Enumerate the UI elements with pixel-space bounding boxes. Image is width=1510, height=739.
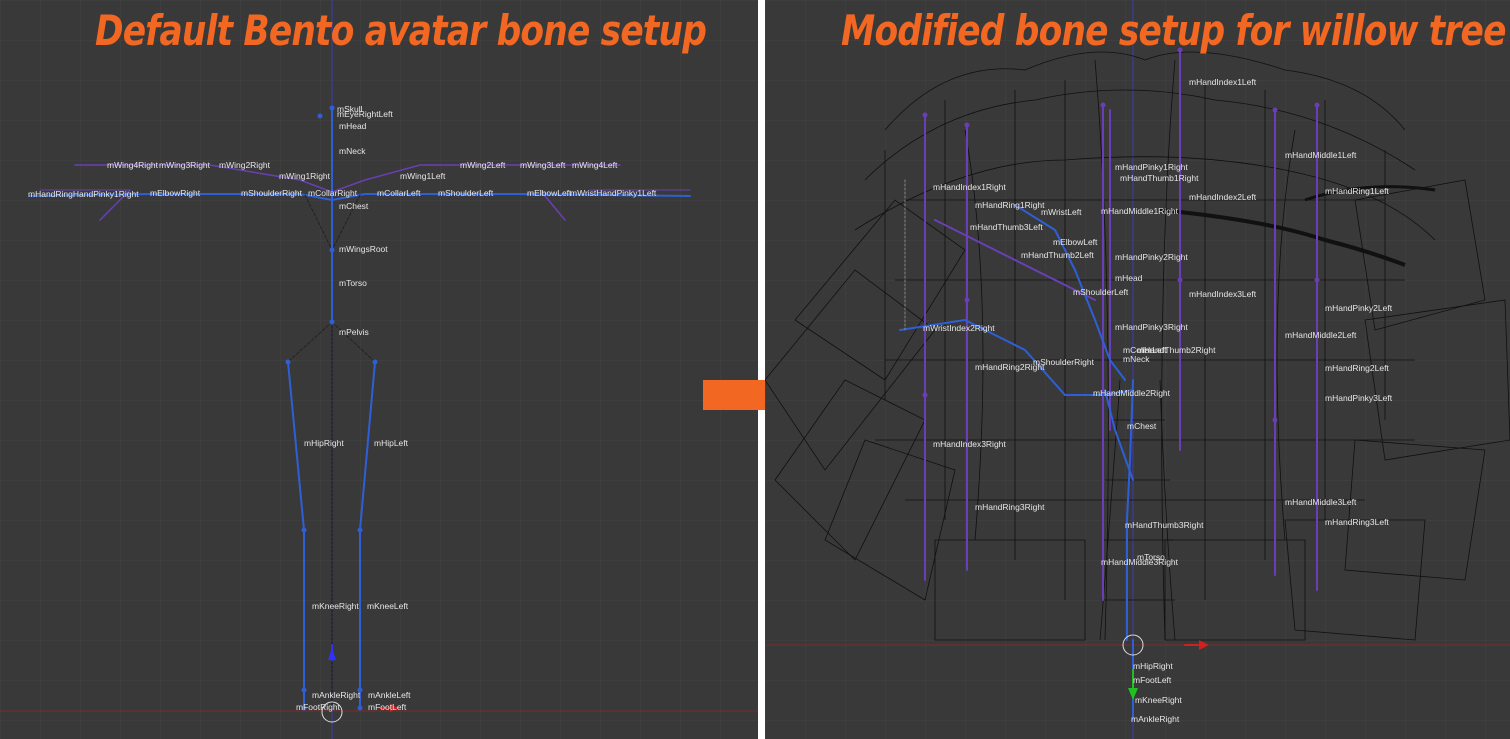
willow-wireframe-mesh — [765, 51, 1510, 641]
3d-cursor-icon — [1122, 634, 1144, 656]
bone-label-mHandThumb3Right: mHandThumb3Right — [1125, 520, 1204, 530]
bone-label-mPelvis: mPelvis — [339, 327, 369, 337]
leg-right-bones — [287, 361, 305, 709]
3d-cursor-icon — [321, 701, 343, 723]
bone-label-mTorso: mTorso — [339, 278, 367, 288]
bone-label-mKneeRight: mKneeRight — [312, 601, 359, 611]
bone-label-mFootRight: mFootRight — [296, 702, 340, 712]
bone-label-mHandPinky1Right: mHandPinky1Right — [1115, 162, 1188, 172]
bone-label-mHandsRight: mHandRingHandPinky1Right — [28, 189, 139, 199]
y-gizmo-arrow — [1128, 688, 1138, 700]
bone-label-mKneeLeft: mKneeLeft — [367, 601, 409, 611]
bone-label-mWingsRoot: mWingsRoot — [339, 244, 388, 254]
left-armature — [29, 105, 691, 723]
bone-label-mHandMiddle2Left: mHandMiddle2Left — [1285, 330, 1357, 340]
bone-label-mAnkleLeft: mAnkleLeft — [368, 690, 411, 700]
bone-label-mHandsLeft: mWristHandPinky1Left — [570, 188, 657, 198]
bone-label-mHandMiddle1Right: mHandMiddle1Right — [1101, 206, 1179, 216]
z-gizmo-arrow — [328, 648, 336, 660]
bone-label-mNeck: mNeck — [339, 146, 366, 156]
right-viewport[interactable]: Modified bone setup for willow tree mHan… — [765, 0, 1510, 739]
bone-label-mHandPinky3Left: mHandPinky3Left — [1325, 393, 1393, 403]
trunk-mesh — [1099, 379, 1176, 641]
bone-label-mHandMiddle3Right: mHandMiddle3Right — [1101, 557, 1179, 567]
bone-label-mHandIndex1Right: mHandIndex1Right — [933, 182, 1006, 192]
x-gizmo-arrow — [390, 704, 398, 712]
wing-bones — [74, 164, 621, 193]
bone-label-mHandPinky3Right: mHandPinky3Right — [1115, 322, 1188, 332]
bone-label-mShoulderLeft: mShoulderLeft — [1073, 287, 1129, 297]
bone-label-mWing4Right: mWing4Right — [107, 160, 159, 170]
arm-bones — [29, 193, 691, 202]
bone-label-mAnkleRight: mAnkleRight — [1131, 714, 1180, 724]
bone-label-mHandRing2Left: mHandRing2Left — [1325, 363, 1389, 373]
bone-label-mSkull: mSkull — [337, 104, 363, 114]
bone-label-mHandIndex1Left: mHandIndex1Left — [1189, 77, 1257, 87]
bone-label-mHipLeft: mHipLeft — [374, 438, 409, 448]
bone-label-mNeck: mNeck — [1123, 354, 1150, 364]
x-gizmo-arrow — [1199, 640, 1209, 650]
bone-label-mHandMiddle1Left: mHandMiddle1Left — [1285, 150, 1357, 160]
bone-label-mHandRing1Right: mHandRing1Right — [975, 200, 1045, 210]
bone-label-mHipRight: mHipRight — [1133, 661, 1173, 671]
bone-label-mHandMiddle2Right: mHandMiddle2Right — [1093, 388, 1171, 398]
bone-label-mWing4Left: mWing4Left — [572, 160, 618, 170]
bone-label-mFootLeft: mFootLeft — [1133, 675, 1172, 685]
bone-label-mAnkleRight: mAnkleRight — [312, 690, 361, 700]
bone-label-mHandIndex2Left: mHandIndex2Left — [1189, 192, 1257, 202]
bone-label-mWing2Left: mWing2Left — [460, 160, 506, 170]
right-armature — [899, 47, 1320, 721]
bone-label-mHipRight: mHipRight — [304, 438, 344, 448]
bone-label-mHandThumb2Right: mHandThumb2Right — [1137, 345, 1216, 355]
bone-label-mHandIndex3Right: mHandIndex3Right — [933, 439, 1006, 449]
bone-label-mHandPinky2Left: mHandPinky2Left — [1325, 303, 1393, 313]
bone-label-mHandThumb2Left: mHandThumb2Left — [1021, 250, 1094, 260]
bone-label-mHandThumb1Right: mHandThumb1Right — [1120, 173, 1199, 183]
bone-label-mHandMiddle3Left: mHandMiddle3Left — [1285, 497, 1357, 507]
bone-label-mChest: mChest — [1127, 421, 1157, 431]
bone-label-mChest: mChest — [339, 201, 369, 211]
bone-label-mHandRing3Left: mHandRing3Left — [1325, 517, 1389, 527]
bone-label-mEyeRightLeft: mEyeRightLeft — [337, 109, 393, 119]
bone-label-mWristLeft: mWristLeft — [1041, 207, 1082, 217]
bone-label-mWing3Right: mWing3Right — [159, 160, 211, 170]
bone-label-mElbowRight: mElbowRight — [150, 188, 201, 198]
leg-left-bones — [359, 361, 376, 709]
bone-label-mWristRight: mWristIndex2Right — [923, 323, 995, 333]
bone-label-mCollarLeft: mCollarLeft — [377, 188, 421, 198]
bone-label-mHead: mHead — [1115, 273, 1143, 283]
bone-label-mHandThumb3Left: mHandThumb3Left — [970, 222, 1043, 232]
bone-label-mWing3Left: mWing3Left — [520, 160, 566, 170]
bone-label-mWing1Right: mWing1Right — [279, 171, 331, 181]
bone-label-mCollarRight: mCollarRight — [308, 188, 358, 198]
bone-label-mHandIndex3Left: mHandIndex3Left — [1189, 289, 1257, 299]
bone-label-mHead: mHead — [339, 121, 367, 131]
bone-label-mCollarLeft: mCollarLeft — [1123, 345, 1167, 355]
bone-label-mHandRing1Left: mHandRing1Left — [1325, 186, 1389, 196]
bone-label-mShoulderRight: mShoulderRight — [241, 188, 302, 198]
bone-label-mWing1Left: mWing1Left — [400, 171, 446, 181]
bone-label-mShoulderRight: mShoulderRight — [1033, 357, 1094, 367]
bone-label-mHandPinky2Right: mHandPinky2Right — [1115, 252, 1188, 262]
bone-label-mHandRing2Right: mHandRing2Right — [975, 362, 1045, 372]
left-grid — [0, 0, 758, 739]
left-title: Default Bento avatar bone setup — [95, 6, 707, 55]
bone-label-mFootLeft: mFootLeft — [368, 702, 407, 712]
bone-label-mElbowLeft: mElbowLeft — [527, 188, 572, 198]
bone-label-mWing2Right: mWing2Right — [219, 160, 271, 170]
right-grid — [765, 0, 1510, 739]
bone-label-mElbowLeft: mElbowLeft — [1053, 237, 1098, 247]
bone-label-mTorso: mTorso — [1137, 552, 1165, 562]
bone-label-mKneeRight: mKneeRight — [1135, 695, 1182, 705]
right-title: Modified bone setup for willow tree — [841, 6, 1506, 55]
bone-label-mHandRing3Right: mHandRing3Right — [975, 502, 1045, 512]
bone-label-mShoulderLeft: mShoulderLeft — [438, 188, 494, 198]
